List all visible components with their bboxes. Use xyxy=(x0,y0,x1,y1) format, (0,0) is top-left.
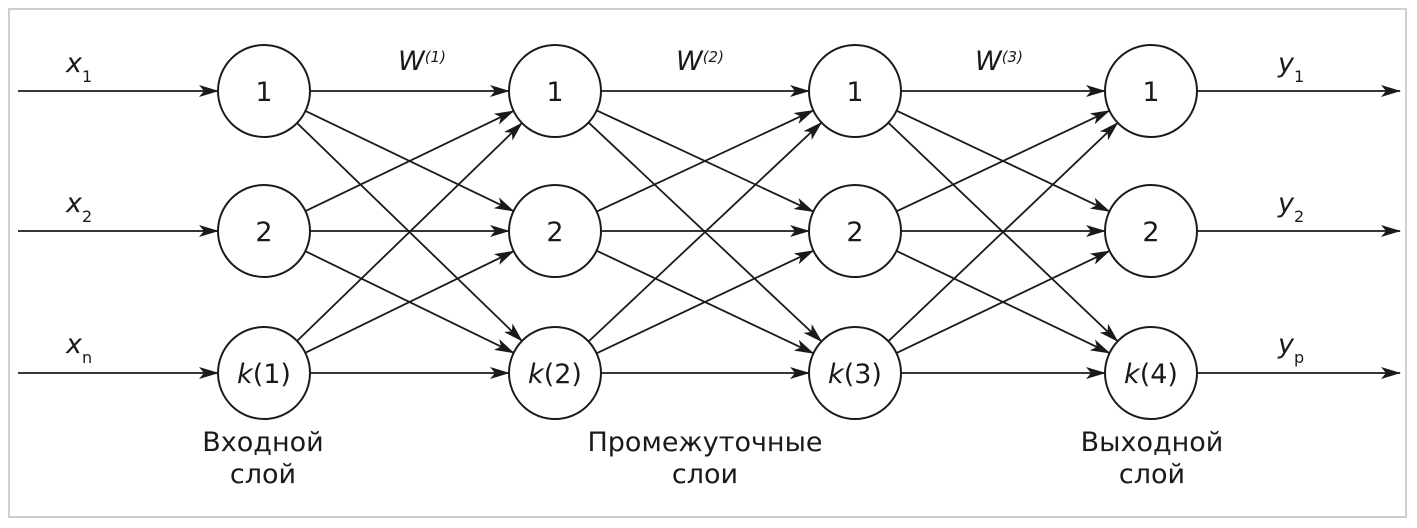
neuron-layer2-3: k(2) xyxy=(508,326,602,420)
connection-l3-n3-to-l4-n1 xyxy=(887,122,1119,342)
connection-l2-n3-to-l3-n2 xyxy=(596,249,815,355)
input-label-n: xn xyxy=(65,329,92,367)
weight-label-1: W(1) xyxy=(398,46,446,77)
neuron-layer1-1: 1 xyxy=(217,44,311,138)
neuron-layer3-1: 1 xyxy=(808,44,902,138)
connection-l1-n2-to-l2-n1 xyxy=(305,110,515,212)
input-label-1: x1 xyxy=(65,48,92,86)
neuron-layer2-1: 1 xyxy=(508,44,602,138)
neuron-label: k(1) xyxy=(237,359,291,390)
output-label-1: y1 xyxy=(1277,48,1304,86)
neuron-layer4-2: 2 xyxy=(1104,184,1198,278)
output-label-2: y2 xyxy=(1277,188,1304,226)
weight-label-3: W(3) xyxy=(975,46,1023,77)
neuron-layer4-1: 1 xyxy=(1104,44,1198,138)
connections xyxy=(18,85,1401,379)
neuron-circle xyxy=(1104,184,1198,278)
neurons: 1 2 k(1) 1 2 k(2) 1 2 k(3) 1 2 k(4) xyxy=(217,44,1198,420)
weight-label-2: W(2) xyxy=(676,46,724,77)
neuron-circle xyxy=(808,326,902,420)
neuron-layer1-3: k(1) xyxy=(217,326,311,420)
caption-output-layer-line1: Выходной xyxy=(1081,427,1224,458)
neuron-layer2-2: 2 xyxy=(508,184,602,278)
neuron-circle xyxy=(808,184,902,278)
output-label-p: yp xyxy=(1277,329,1304,367)
caption-output-layer-line2: слой xyxy=(1119,459,1185,490)
neuron-label: k(2) xyxy=(528,359,582,390)
neuron-label: k(3) xyxy=(828,359,882,390)
neuron-label: 1 xyxy=(846,77,863,108)
caption-hidden-layers-line2: слои xyxy=(672,459,738,490)
connection-l2-n2-to-l3-n1 xyxy=(596,109,815,213)
neuron-layer3-3: k(3) xyxy=(808,326,902,420)
neuron-circle xyxy=(508,44,602,138)
connection-l2-n3-to-l3-n1 xyxy=(587,121,823,343)
connection-l1-n3-to-l2-n1 xyxy=(296,122,523,342)
neuron-circle xyxy=(508,326,602,420)
caption-hidden-layers-line1: Промежуточные xyxy=(587,427,822,458)
neuron-circle xyxy=(1104,44,1198,138)
connection-l3-n2-to-l4-n1 xyxy=(896,109,1111,213)
neuron-label: 1 xyxy=(1142,77,1159,108)
neuron-label: 2 xyxy=(846,217,863,248)
neuron-circle xyxy=(217,184,311,278)
input-label-2: x2 xyxy=(65,188,92,226)
neuron-label: 1 xyxy=(546,77,563,108)
neuron-circle xyxy=(508,184,602,278)
neuron-layer3-2: 2 xyxy=(808,184,902,278)
connection-l1-n3-to-l2-n2 xyxy=(304,250,515,354)
neuron-label: 1 xyxy=(255,77,272,108)
neuron-circle xyxy=(808,44,902,138)
neuron-label: 2 xyxy=(1142,217,1159,248)
connection-l3-n3-to-l4-n2 xyxy=(896,250,1111,354)
neuron-label: k(4) xyxy=(1124,359,1178,390)
caption-input-layer-line2: слой xyxy=(230,459,296,490)
neuron-circle xyxy=(217,326,311,420)
neuron-layer4-3: k(4) xyxy=(1104,326,1198,420)
neuron-circle xyxy=(1104,326,1198,420)
neuron-layer1-2: 2 xyxy=(217,184,311,278)
caption-input-layer-line1: Входной xyxy=(202,427,323,458)
neuron-label: 2 xyxy=(255,217,272,248)
neuron-circle xyxy=(217,44,311,138)
neuron-label: 2 xyxy=(546,217,563,248)
